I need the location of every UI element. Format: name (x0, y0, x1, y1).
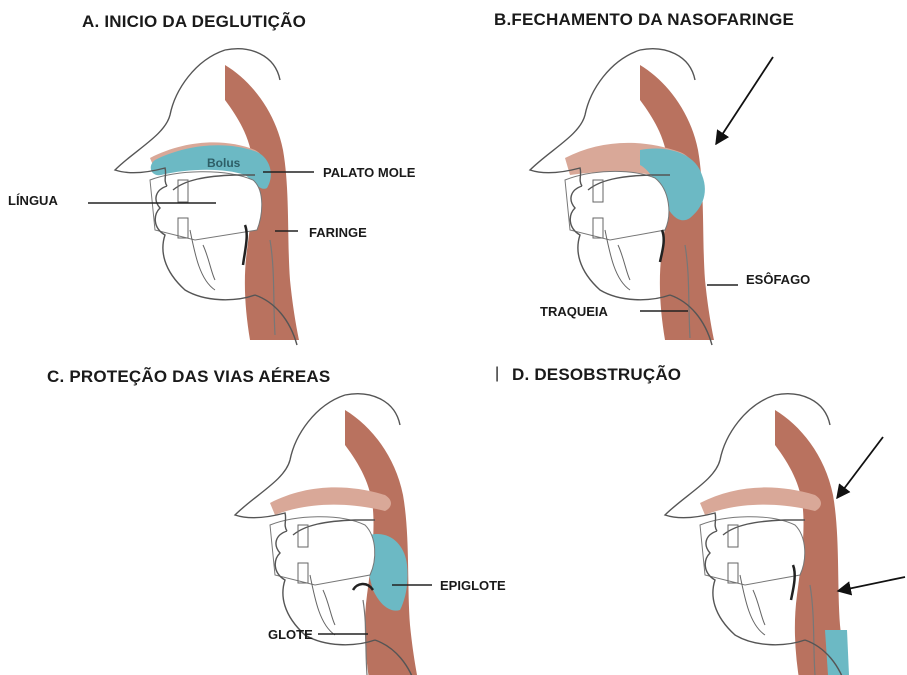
arrow-d-lower (836, 576, 906, 596)
panel-d-marker: | (495, 365, 500, 382)
panel-c-title: C. PROTEÇÃO DAS VIAS AÉREAS (47, 367, 331, 386)
panel-d-illustration (664, 393, 849, 675)
bolus-shape (150, 145, 271, 189)
panel-b-illustration (529, 48, 714, 346)
label-lingua: LÍNGUA (8, 193, 58, 208)
bolus-label: Bolus (207, 156, 241, 170)
label-esofago: ESÔFAGO (746, 272, 811, 287)
bolus-shape (825, 630, 849, 675)
panel-d-title: D. DESOBSTRUÇÃO (512, 365, 682, 384)
bolus-shape (367, 534, 408, 611)
label-glote: GLOTE (268, 627, 313, 642)
panel-b-title: B.FECHAMENTO DA NASOFARINGE (494, 10, 795, 29)
label-faringe: FARINGE (309, 225, 367, 240)
label-epiglote: EPIGLOTE (440, 578, 506, 593)
panel-c-illustration (234, 393, 418, 675)
panel-a-title: A. INICIO DA DEGLUTIÇÃO (82, 12, 307, 31)
label-traqueia: TRAQUEIA (540, 304, 608, 319)
arrow-nasofaringe (715, 56, 774, 146)
panel-a-illustration: Bolus (114, 48, 299, 346)
arrow-d-upper (836, 436, 884, 500)
bolus-shape (640, 148, 705, 221)
label-palato-mole: PALATO MOLE (323, 165, 416, 180)
